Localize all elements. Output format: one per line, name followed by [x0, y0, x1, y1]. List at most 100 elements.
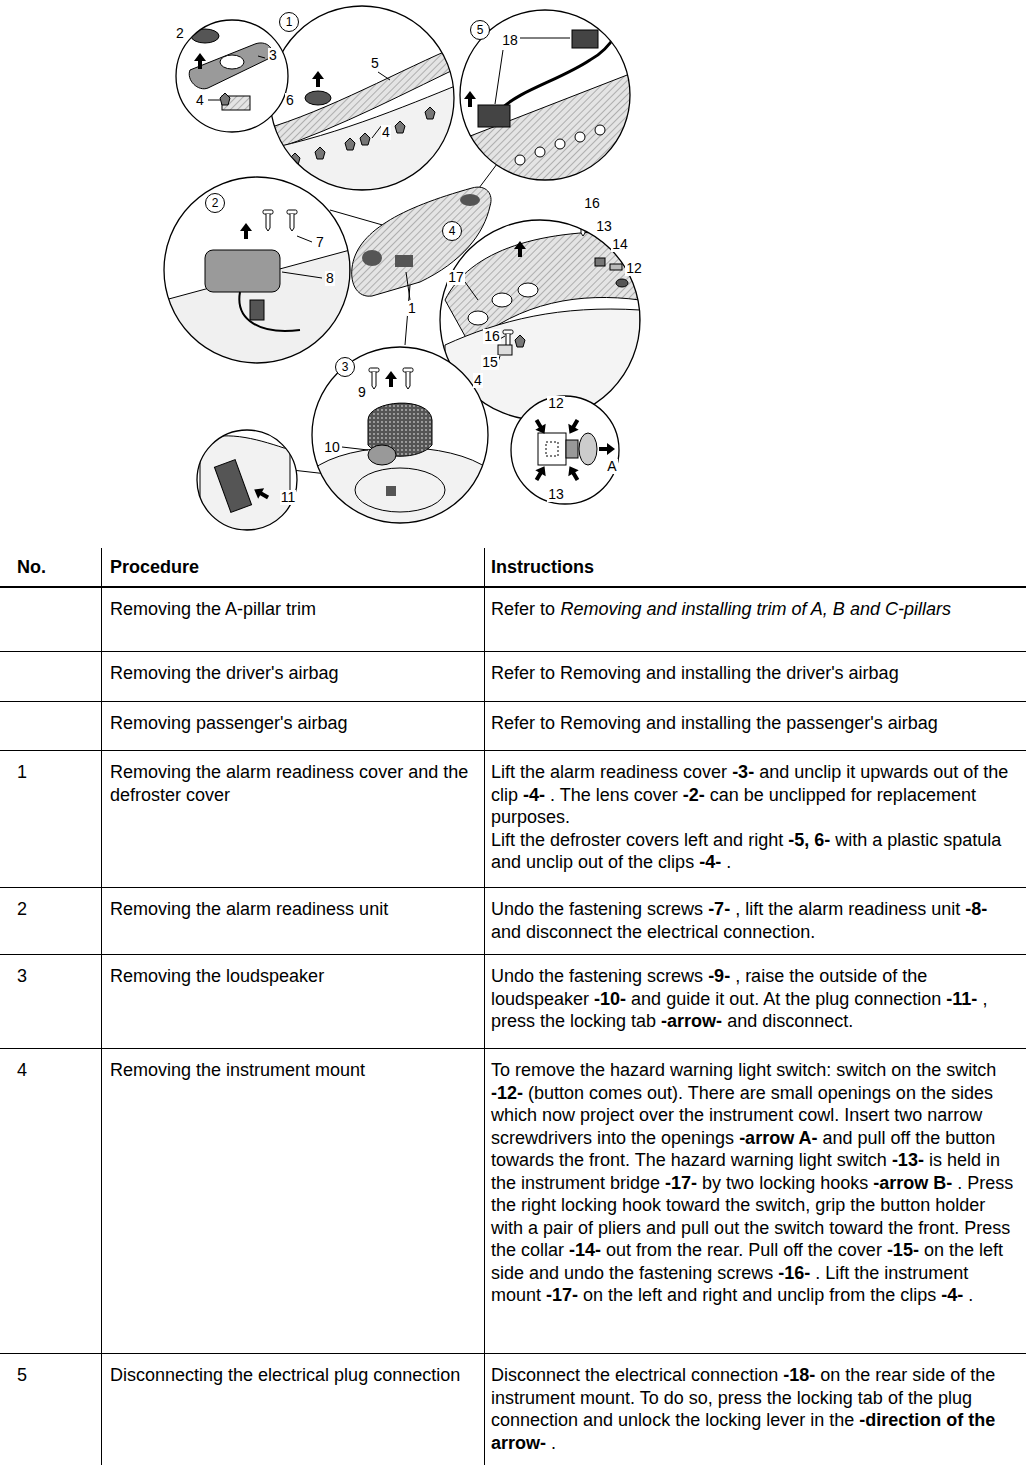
callout-number: 14	[611, 237, 629, 252]
bulb-socket	[535, 147, 545, 157]
detail-ground	[197, 430, 297, 530]
text-run: Undo the fastening screws	[491, 899, 708, 919]
detail-circle	[511, 396, 619, 504]
leader-line	[465, 282, 478, 300]
callout-number: 4	[381, 125, 391, 140]
callout-number: 6	[285, 93, 295, 108]
callout-number: 3	[268, 48, 278, 63]
table-text: Removing passenger's airbag	[110, 712, 476, 735]
table-text: 3	[17, 965, 93, 988]
part-reference: -4-	[523, 785, 545, 805]
table-cell: Procedure	[101, 548, 484, 586]
text-run: To remove the hazard warning light switc…	[491, 1060, 996, 1080]
callout-number: 5	[370, 56, 380, 71]
lens-cover	[191, 29, 219, 43]
speaker-area	[460, 194, 480, 206]
table-text: To remove the hazard warning light switc…	[491, 1059, 1018, 1307]
table-text: Removing the instrument mount	[110, 1059, 476, 1082]
part-reference: -10-	[594, 989, 626, 1009]
direction-arrow	[599, 443, 615, 455]
table-text: Removing the alarm readiness unit	[110, 898, 476, 921]
part-reference: -3-	[732, 762, 754, 782]
part-reference: -11-	[946, 989, 977, 1009]
screw-shank	[372, 372, 376, 389]
table-text: 4	[17, 1059, 93, 1082]
table-cell: Removing the loudspeaker	[101, 955, 484, 1048]
callout-number: 16	[483, 329, 501, 344]
table-row: 2Removing the alarm readiness unitUndo t…	[0, 887, 1026, 954]
table-text: Removing the loudspeaker	[110, 965, 476, 988]
screw-head	[263, 210, 273, 214]
table-cell: To remove the hazard warning light switc…	[484, 1049, 1026, 1353]
mount-area	[395, 255, 413, 267]
table-text: Lift the defroster covers left and right…	[491, 829, 1018, 874]
direction-arrow	[194, 53, 206, 69]
direction-arrow	[251, 484, 271, 502]
text-run: 3	[17, 966, 27, 986]
table-text: Refer to Removing and installing the pas…	[491, 712, 1018, 735]
part-reference: -16-	[778, 1263, 810, 1283]
text-run: .	[546, 1433, 556, 1453]
readiness-cover	[189, 43, 272, 89]
gauge-opening	[492, 293, 512, 307]
wire-harness	[500, 30, 620, 110]
table-cell: 3	[0, 955, 101, 1048]
detail-view	[460, 30, 640, 190]
text-run: 5	[17, 1365, 27, 1385]
table-cell: Undo the fastening screws -7- , lift the…	[484, 888, 1026, 954]
procedure-table: No.ProcedureInstructionsRemoving the A-p…	[0, 548, 1026, 1465]
detail-circle	[164, 177, 350, 363]
step-circle: 3	[335, 357, 355, 377]
part-reference: -5, 6-	[788, 830, 830, 850]
table-row: 1Removing the alarm readiness cover and …	[0, 750, 1026, 887]
text-run: Refer to Removing and installing the dri…	[491, 663, 899, 683]
part-reference: -17-	[665, 1173, 697, 1193]
direction-arrow	[564, 417, 582, 437]
table-cell: Refer to Removing and installing the dri…	[484, 652, 1026, 701]
detail-circle	[197, 430, 297, 530]
leader-line	[495, 50, 503, 104]
text-run: Lift the defroster covers left and right	[491, 830, 788, 850]
collar	[610, 264, 622, 270]
wire	[239, 292, 300, 331]
table-row: Removing the A-pillar trimRefer toRemovi…	[0, 587, 1026, 651]
bulb-socket	[595, 125, 605, 135]
dash-top	[262, 80, 470, 190]
table-cell: Removing the instrument mount	[101, 1049, 484, 1353]
table-text: No.	[17, 556, 93, 579]
step-circle: 5	[470, 20, 490, 40]
bulb-socket	[515, 155, 525, 165]
table-cell	[0, 588, 101, 651]
table-cell: Removing passenger's airbag	[101, 702, 484, 750]
text-run: Removing the loudspeaker	[110, 966, 324, 986]
callout-number: 7	[315, 235, 325, 250]
step-circle: 4	[442, 221, 462, 241]
plug-connection	[478, 105, 510, 127]
callout-number: 8	[325, 271, 335, 286]
detail-view	[189, 29, 272, 110]
step-number: 2	[212, 196, 219, 210]
text-run: , lift the alarm readiness unit	[730, 899, 965, 919]
detail-view	[165, 210, 350, 365]
detail-view	[531, 417, 615, 483]
callout-number: A	[606, 459, 617, 474]
callout-number: 9	[357, 385, 367, 400]
table-text: Undo the fastening screws -9- , raise th…	[491, 965, 1018, 1033]
detail-view	[200, 436, 290, 530]
callout-number: 18	[501, 33, 519, 48]
table-cell: Disconnect the electrical connection -18…	[484, 1354, 1026, 1465]
detail-view	[312, 368, 490, 530]
table-text: Undo the fastening screws -7- , lift the…	[491, 898, 1018, 943]
button	[616, 279, 628, 287]
clip	[515, 335, 525, 347]
table-cell: Removing the driver's airbag	[101, 652, 484, 701]
leader-line	[258, 56, 265, 58]
text-run: 1	[17, 762, 27, 782]
step-number: 5	[477, 23, 484, 37]
table-text: Disconnecting the electrical plug connec…	[110, 1364, 476, 1387]
table-cell	[0, 652, 101, 701]
part-reference: -arrow B-	[873, 1173, 952, 1193]
direction-arrow	[531, 417, 549, 437]
leader-line	[378, 72, 390, 80]
detail-ground	[176, 20, 288, 132]
